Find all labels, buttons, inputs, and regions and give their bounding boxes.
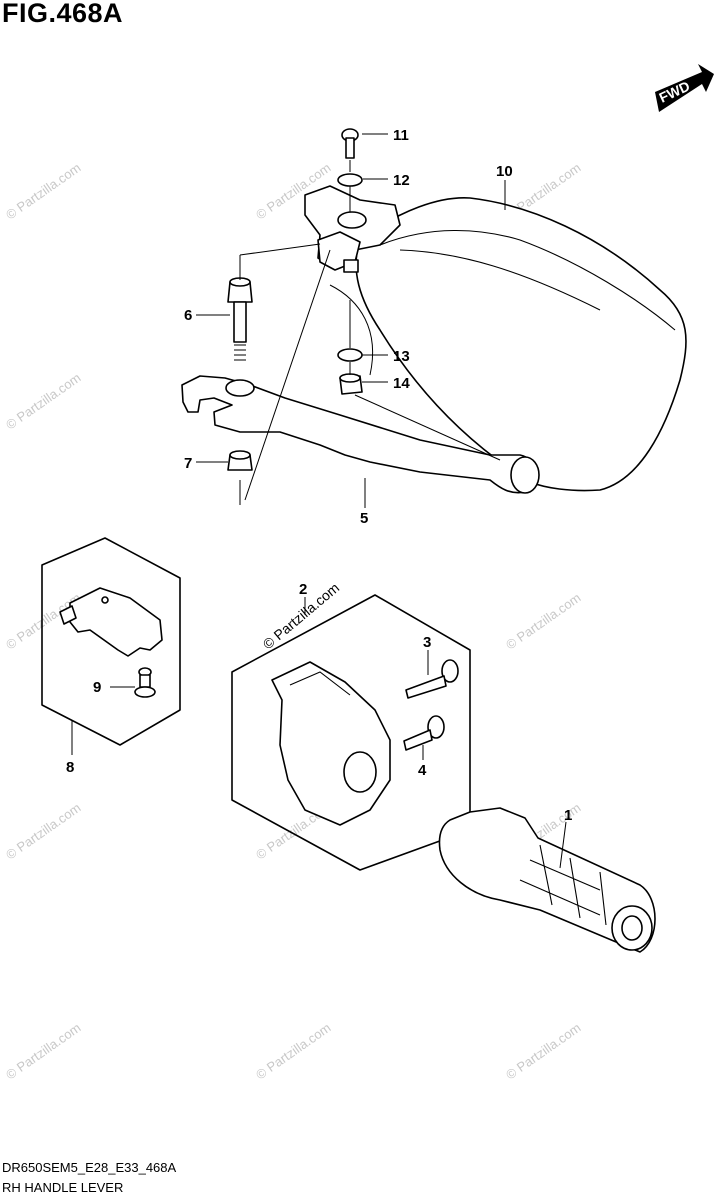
watermark-text: © Partzilla.com — [3, 800, 83, 863]
callout-11: 11 — [393, 127, 409, 144]
callout-leaders — [71, 133, 567, 869]
hand-guard-nut — [339, 373, 363, 395]
callout-8: 8 — [66, 759, 74, 776]
figure-code: DR650SEM5_E28_E33_468A — [2, 1160, 177, 1175]
housing-screw-short — [403, 715, 445, 751]
callout-6: 6 — [184, 307, 192, 324]
figure-title: FIG.468A — [2, 0, 124, 28]
callout-3: 3 — [423, 634, 431, 651]
assembly-lines — [239, 160, 501, 505]
screw — [341, 128, 359, 159]
callout-5: 5 — [360, 510, 368, 527]
callout-10: 10 — [496, 163, 513, 180]
callout-1: 1 — [564, 807, 572, 824]
callout-labels: 11 12 10 6 13 14 7 5 2 3 4 9 8 1 — [66, 127, 572, 824]
lock-nut — [227, 450, 253, 471]
watermark-text: © Partzilla.com — [253, 1020, 333, 1083]
watermark-text: © Partzilla.com — [3, 1020, 83, 1083]
callout-7: 7 — [184, 455, 192, 472]
housing-screw-long — [405, 659, 459, 699]
washer — [337, 173, 363, 187]
watermark-text: © Partzilla.com — [3, 160, 83, 223]
callout-14: 14 — [393, 375, 410, 392]
callout-4: 4 — [418, 762, 427, 779]
callout-13: 13 — [393, 348, 410, 365]
figure-name: RH HANDLE LEVER — [2, 1180, 124, 1195]
callout-9: 9 — [93, 679, 101, 696]
fwd-arrow-icon: FWD — [655, 64, 714, 112]
callout-2: 2 — [299, 581, 307, 598]
watermark-text: © Partzilla.com — [503, 1020, 583, 1083]
brake-lever — [181, 375, 540, 494]
callout-12: 12 — [393, 172, 410, 189]
watermark-text: © Partzilla.com — [503, 590, 583, 653]
hand-guard — [355, 197, 687, 492]
washer-lower — [337, 348, 363, 362]
watermark-text: © Partzilla.com — [3, 370, 83, 433]
pivot-bolt — [227, 277, 253, 361]
throttle-housing-box — [231, 594, 471, 871]
mounting-bracket — [304, 185, 401, 273]
throttle-grip — [438, 807, 656, 953]
switch-kit-box — [41, 537, 181, 746]
